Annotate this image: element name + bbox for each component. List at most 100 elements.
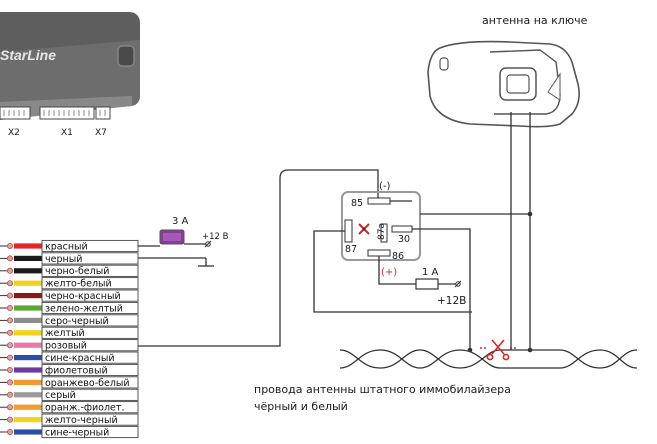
wire-row: зелено-желтый [0,301,139,314]
fuse-3a [138,229,212,248]
wire-color-band [14,293,42,299]
wire-label-box [41,376,139,389]
relay-pin-86: 86 [392,251,404,262]
wire-color-band [14,429,42,435]
wire-color-band [14,417,42,423]
fuse-1a-voltage: +12В [437,295,466,307]
wire-row: серо-черный [0,314,139,327]
wire-label: красный [45,241,88,252]
relay-pin-87: 87 [345,244,357,255]
wire-terminal [7,292,13,299]
wire-color-band [14,243,42,249]
wire-label: сине-черный [45,427,109,438]
wire-terminal [7,317,13,324]
wire-row: черный [0,252,139,265]
wire-label-box [41,413,139,426]
wire-terminal [7,354,13,361]
pink-wire-run [138,169,379,347]
wire-label-box [41,339,139,352]
wire-color-band [14,280,42,286]
wire-terminal [7,366,13,373]
wire-row: фиолетовый [0,363,139,377]
wire-row: желтый [0,326,139,339]
relay [341,191,421,261]
wire-label: оранж.-фиолет. [45,403,124,414]
connector-x2-label: X2 [8,128,20,138]
relay-pin-87a: 87a [377,223,387,240]
relay-plus-label: (+) [381,267,397,278]
relay-pin-30: 30 [398,234,410,245]
wire-row: серый [0,388,139,401]
wire-label-box [41,363,139,377]
wire-harness: красный черныйчерно-белыйжелто-белыйчерно… [0,239,139,439]
wire-row: желто-белый [0,277,139,290]
wire-row: сине-красный [0,351,139,364]
wire-row: черно-белый [0,264,139,277]
wire-row: оранжево-белый [0,376,139,389]
wire-label-box [41,314,139,327]
wire-label-box [41,277,139,290]
wire-row: оранж.-фиолет. [0,401,139,414]
wire-terminal [7,391,13,398]
wire-label: оранжево-белый [45,378,130,389]
junction-dot [527,211,533,217]
wire-label: серо-черный [45,316,109,327]
wire-terminal [7,267,13,274]
wire-row: черно-красный [0,289,139,302]
wire-color-band [14,330,42,336]
wire-color-band [14,342,42,348]
junction-dot [467,347,473,353]
wire-color-band [14,404,42,410]
relay-minus-label: (-) [379,181,391,192]
wire-row: розовый [0,339,139,352]
wire-label: желто-черный [45,415,118,426]
relay-86-line [378,256,416,285]
wire-label: розовый [45,341,87,352]
fuse-3a-voltage: +12 В [202,232,229,242]
wire-color-band [14,392,42,398]
wire-label-box [41,351,139,364]
antenna-label: антенна на ключе [482,14,588,27]
cable-caption-line2: чёрный и белый [254,400,348,413]
wire-terminal [7,379,13,386]
cable-caption-line1: провода антенны штатного иммобилайзера [254,383,511,396]
relay-pin-85: 85 [351,198,363,209]
wire-label-box [41,425,139,439]
relay-30-line [412,228,471,350]
wire-color-band [14,367,42,373]
wire-terminal [7,329,13,336]
wire-label: сине-красный [45,353,115,364]
connector-x1-label: X1 [61,128,73,138]
wire-label-box [41,388,139,401]
wire-color-band [14,255,42,261]
wire-label-box [41,264,139,277]
wire-terminal [7,404,13,411]
wire-color-band [14,379,42,385]
key-antenna-icon [427,40,580,128]
wire-terminal [7,280,13,287]
wire-label: желтый [45,328,85,339]
ground-symbol [138,257,214,267]
wire-row: красный [0,239,139,252]
junction-dot [527,347,533,353]
brand-logo: StarLine [0,47,56,63]
wire-label: фиолетовый [45,365,108,376]
wire-color-band [14,305,42,311]
wire-label: черный [45,254,82,265]
wire-color-band [14,268,42,274]
wire-terminal [7,416,13,423]
relay-87-loop [313,230,472,313]
wire-label-box [41,289,139,302]
wire-label: черно-красный [45,291,121,302]
wire-terminal [7,342,13,349]
connector-block [0,106,111,120]
wire-color-band [14,355,42,361]
wire-terminal [7,255,13,262]
wire-terminal [7,428,13,435]
wire-label-box [41,326,139,339]
wire-label: зелено-желтый [45,303,123,314]
wire-terminal [7,242,13,249]
wire-color-band [14,317,42,323]
scissors-icon [480,339,518,361]
